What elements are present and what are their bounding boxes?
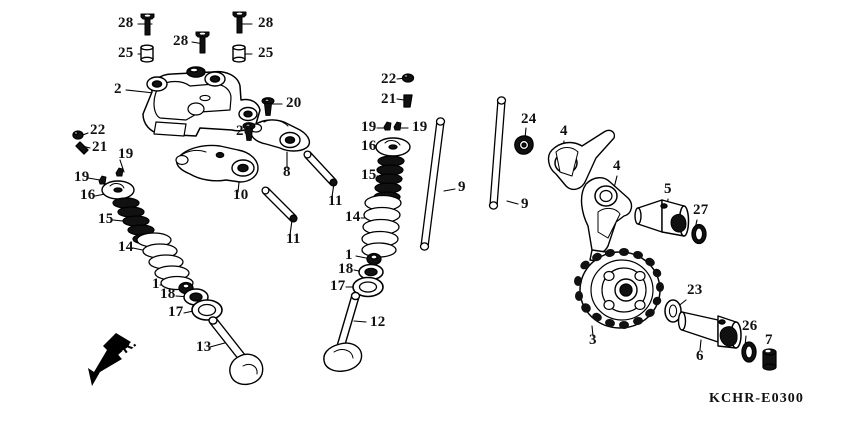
callout-lock-nut: 21 (381, 91, 397, 107)
callout-flange-bolt: 28 (258, 15, 274, 31)
callout-dowel-collar: 25 (258, 45, 274, 61)
callout-valve-spring-seat: 17 (168, 304, 184, 320)
callout-rocker-arm-cam-side: 4 (560, 123, 568, 139)
callout-tappet-adjusting-screw: 22 (381, 71, 397, 87)
callout-o-ring: 27 (693, 202, 709, 218)
callout-inner-valve-spring: 15 (361, 167, 377, 183)
callout-valve-cotter: 19 (118, 146, 134, 162)
callout-exhaust-valve: 13 (196, 339, 212, 355)
callout-outer-valve-spring: 14 (345, 209, 361, 225)
callout-spring-retainer: 16 (361, 138, 377, 154)
callout-flange-bolt: 28 (173, 33, 189, 49)
callout-push-rod: 9 (521, 196, 529, 212)
diagram-part-code: KCHR-E0300 (709, 391, 804, 406)
callout-spring-seat: 18 (160, 286, 176, 302)
callout-intake-valve: 12 (370, 314, 386, 330)
callout-spring-retainer: 16 (80, 187, 96, 203)
callout-rocker-arm: 8 (283, 164, 291, 180)
callout-dowel-collar: 25 (118, 45, 134, 61)
callout-valve-cotter: 19 (361, 119, 377, 135)
callout-rocker-arm-shaft: 11 (286, 231, 301, 247)
callout-spring-seat: 18 (338, 261, 354, 277)
callout-outer-valve-spring: 14 (118, 239, 134, 255)
callout-camshaft: 6 (696, 348, 704, 364)
callout-decompressor-clip: 24 (521, 111, 537, 127)
callout-rocker-arm-shaft: 11 (328, 193, 343, 209)
callout-dowel-pin: 7 (765, 332, 773, 348)
callout-valve-spring-seat: 17 (330, 278, 346, 294)
callout-pivot-bolt: 20 (286, 95, 302, 111)
callout-thrust-washer: 23 (687, 282, 703, 298)
callout-valve-cotter: 19 (74, 169, 90, 185)
callout-flange-bolt: 28 (118, 15, 134, 31)
callout-valve-stem-seal: 1 (345, 247, 353, 263)
callout-lock-nut: 21 (92, 139, 108, 155)
callout-valve-cotter: 19 (412, 119, 428, 135)
callout-camshaft-gear: 3 (589, 332, 597, 348)
callout-push-rod: 9 (458, 179, 466, 195)
callout-valve-stem-seal: 1 (152, 276, 160, 292)
callout-rocker-arm-holder: 2 (114, 81, 122, 97)
callout-tappet-adjusting-screw: 22 (90, 122, 106, 138)
callout-sealing-washer: 26 (742, 318, 758, 334)
callout-rocker-arm: 10 (233, 187, 249, 203)
callout-rocker-arm-cam-side: 4 (613, 158, 621, 174)
callout-inner-valve-spring: 15 (98, 211, 114, 227)
callout-pivot-bolt: 20 (236, 123, 252, 139)
callout-decompressor-shaft: 5 (664, 181, 672, 197)
